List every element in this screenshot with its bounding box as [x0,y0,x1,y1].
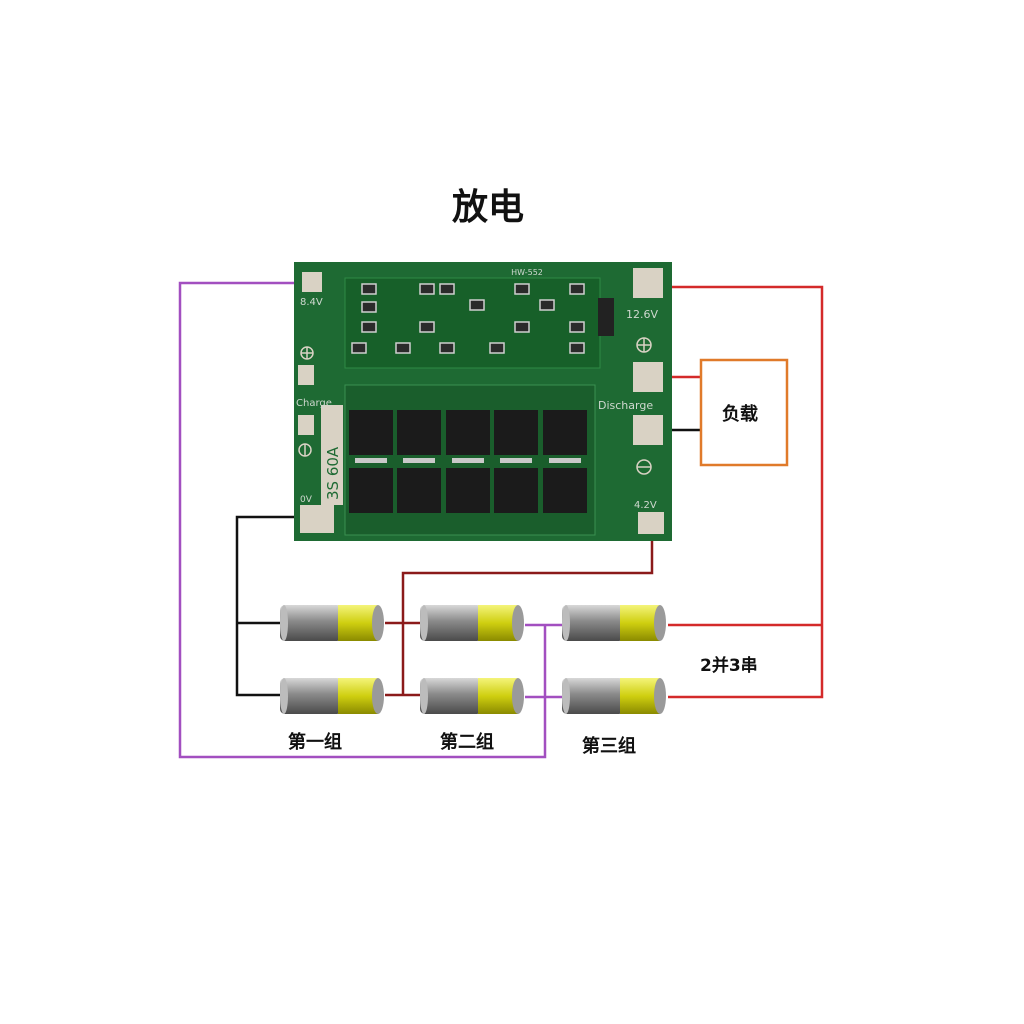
battery-cells [280,605,666,714]
pad-label-discharge: Discharge [598,399,653,412]
pad-label-b-minus: 0V [300,495,313,505]
wire-b-plus [178,281,547,759]
board-rating: 3S 60A [324,446,342,500]
battery-cell-group-1-1 [280,605,384,641]
title: 放电 [452,187,525,228]
wire-mid-4v2 [401,520,654,695]
battery-cell-group-2-1 [420,605,524,641]
load-box [699,358,789,467]
pad-label-mid: 4.2V [634,500,657,511]
wire-b-minus [235,515,318,697]
group-label-3: 第三组 [582,736,636,757]
mosfet-array [344,384,596,536]
load-label: 负载 [722,404,758,425]
bms-board: HW-552 8.4V 12.6V Charge Discharge 0V 4.… [294,262,672,541]
pad-label-b-plus: 8.4V [300,297,323,308]
board-model: HW-552 [511,268,543,277]
pad-label-charge: Charge [296,398,332,409]
battery-cell-group-3-2 [562,678,666,714]
wire-p-plus [650,285,824,699]
battery-cell-group-3-1 [562,605,666,641]
battery-cell-group-1-2 [280,678,384,714]
battery-cell-group-2-2 [420,678,524,714]
pad-label-p-plus: 12.6V [626,308,658,321]
group-label-1: 第一组 [288,732,342,753]
config-label: 2并3串 [700,656,758,676]
pads [298,268,664,534]
group-label-2: 第二组 [440,732,494,753]
